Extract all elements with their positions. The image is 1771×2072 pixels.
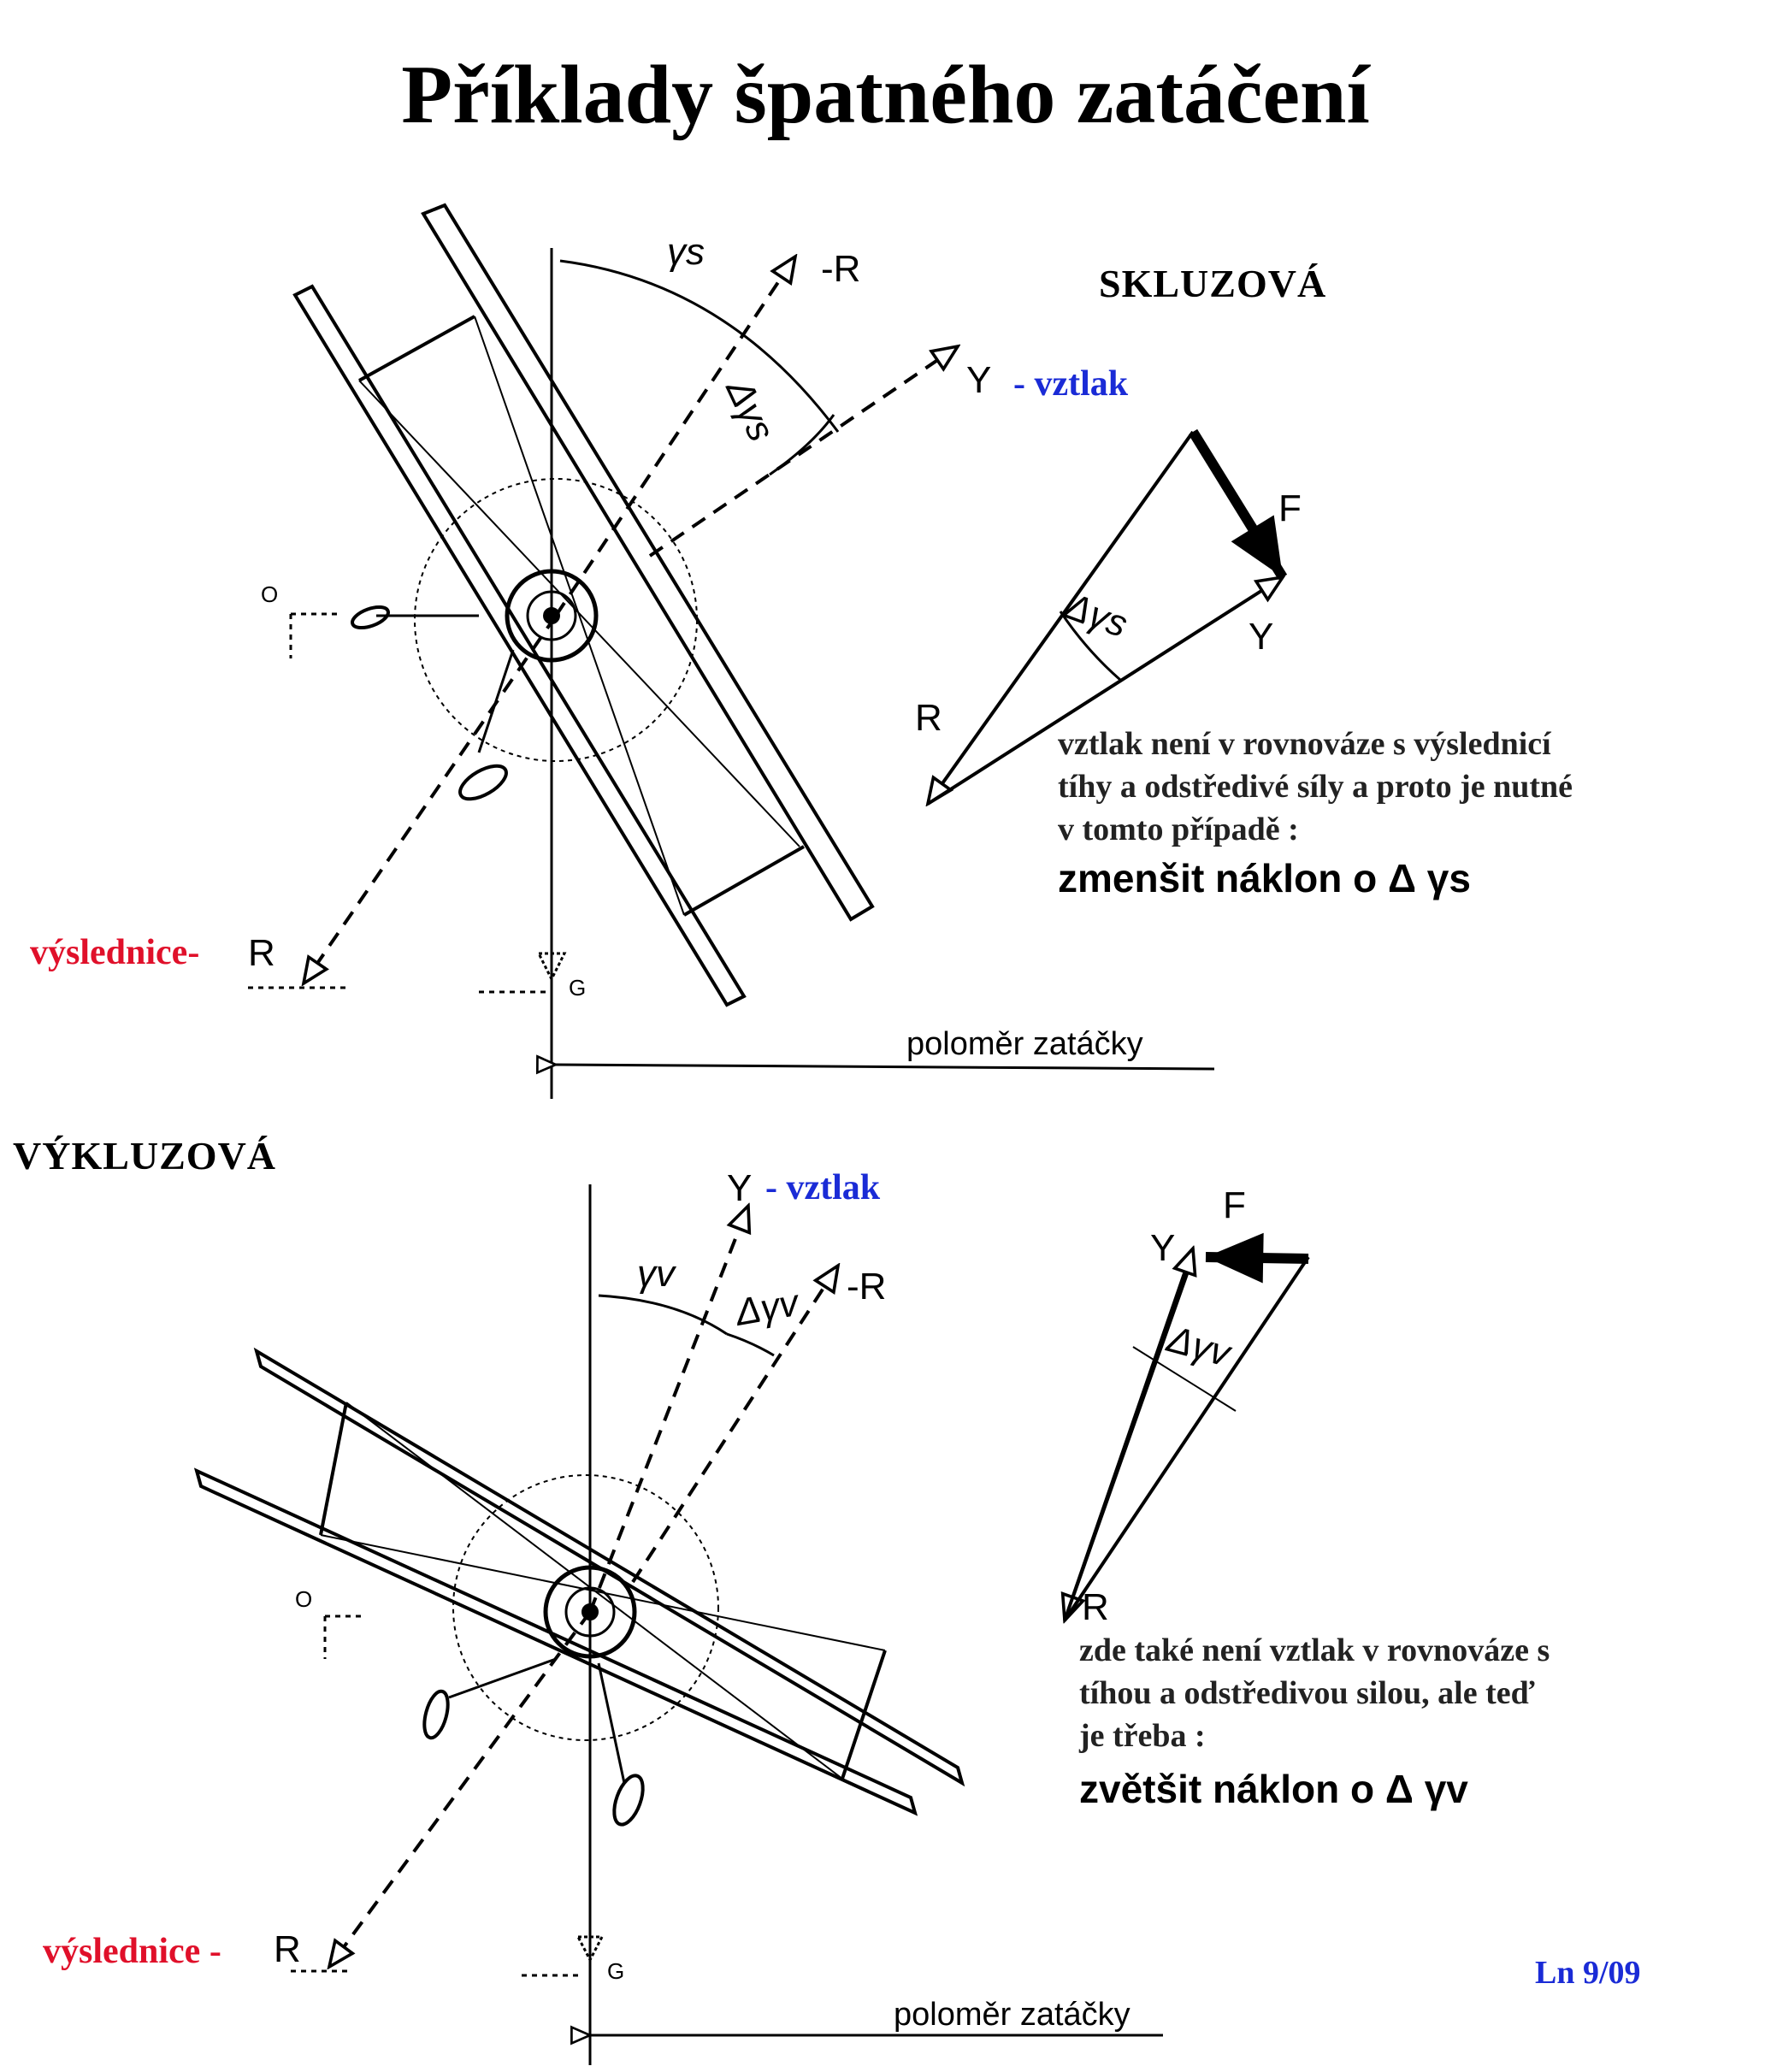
bottom-minusR-label: -R (847, 1266, 887, 1308)
bottom-result-label: výslednice - (43, 1932, 221, 1971)
footer-code: Ln 9/09 (1535, 1955, 1641, 1991)
bottom-lift-label: - vztlak (765, 1168, 881, 1207)
bottom-action: zvětšit náklon o Δ γv (1079, 1767, 1468, 1811)
bottom-radius-label: poloměr zatáčky (894, 1997, 1130, 2033)
top-radius-label: poloměr zatáčky (906, 1026, 1143, 1062)
bottom-biplane (193, 1347, 965, 1827)
top-line-R (304, 614, 558, 983)
top-Y-label: Y (966, 359, 992, 401)
top-result-label: výslednice- (30, 933, 200, 972)
top-desc-line-2: tíhy a odstředivé síly a proto je nutné (1058, 769, 1573, 805)
bottom-desc: zde také není vztlak v rovnováze s tíhou… (1079, 1629, 1550, 1757)
top-line-Y (648, 346, 958, 558)
bottom-point-G: G (607, 1958, 625, 1984)
bottom-axes (291, 1184, 1163, 2065)
top-lift-label: - vztlak (1013, 364, 1129, 404)
bottom-desc-line-3: je třeba : (1079, 1718, 1206, 1754)
top-desc: vztlak není v rovnováze s výslednicí tíh… (1058, 723, 1573, 851)
bottom-delta-arc (726, 1332, 775, 1357)
top-point-G: G (569, 975, 587, 1001)
top-minusR-label: -R (821, 248, 861, 290)
bottom-angle-label: γv (637, 1253, 675, 1295)
top-R-label: R (248, 932, 275, 974)
top-upper-wing (421, 203, 875, 922)
top-action: zmenšit náklon o Δ γs (1058, 856, 1471, 900)
bottom-line-minusR (631, 1266, 838, 1584)
top-triangle-F: F (1278, 487, 1302, 529)
bottom-line-R (329, 1610, 592, 1967)
bottom-heading: VÝKLUZOVÁ (13, 1134, 277, 1178)
page-title: Příklady špatného zatáčení (401, 49, 1370, 141)
bottom-angle-arc (598, 1294, 728, 1336)
top-force-triangle (928, 428, 1288, 804)
bottom-triangle-Y: Y (1150, 1227, 1176, 1269)
top-line-minusR (554, 257, 795, 617)
top-point-O: O (261, 581, 279, 607)
top-vector-F (1188, 428, 1288, 581)
top-delta-arc (769, 414, 835, 476)
top-triangle-R: R (915, 697, 942, 739)
top-force-lines (304, 257, 958, 983)
top-angle-label: γs (667, 231, 705, 273)
top-heading: SKLUZOVÁ (1099, 262, 1327, 305)
bottom-force-triangle (1065, 1232, 1310, 1620)
bottom-line-Y (588, 1206, 748, 1613)
bottom-desc-line-2: tíhou a odstředivou silou, ale teď (1079, 1675, 1535, 1711)
bottom-force-lines (329, 1206, 838, 1967)
top-axes (248, 248, 1215, 1099)
bottom-upper-wing (253, 1347, 965, 1787)
top-angle-arc (559, 259, 840, 433)
bottom-vector-F (1205, 1232, 1309, 1284)
bottom-point-O: O (295, 1586, 313, 1612)
bottom-desc-line-1: zde také není vztlak v rovnováze s (1079, 1632, 1550, 1668)
bottom-triangle-F: F (1223, 1184, 1246, 1226)
bottom-R-label: R (274, 1928, 301, 1970)
bottom-triangle-R: R (1082, 1586, 1109, 1628)
top-triangle-Y: Y (1249, 616, 1274, 658)
top-desc-line-1: vztlak není v rovnováze s výslednicí (1058, 726, 1551, 762)
bottom-Y-label: Y (727, 1167, 753, 1209)
top-desc-line-3: v tomto případě : (1058, 812, 1299, 847)
top-biplane (292, 203, 875, 1007)
